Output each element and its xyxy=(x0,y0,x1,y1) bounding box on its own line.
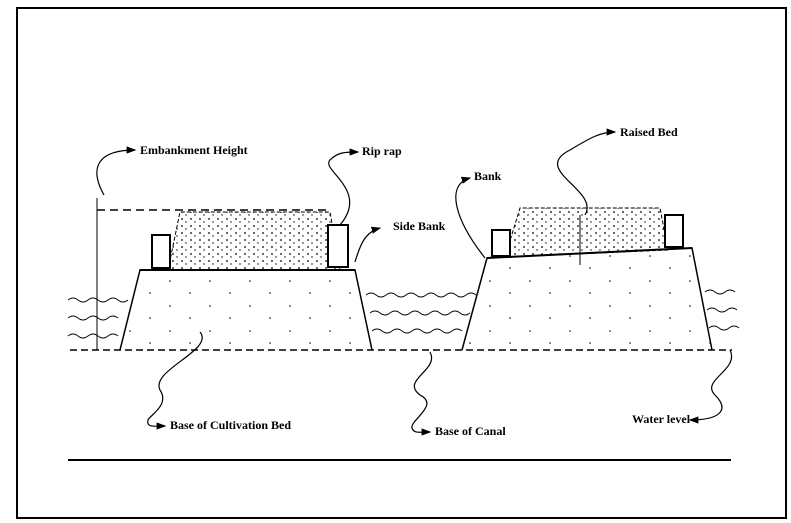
rip-rap-stones xyxy=(327,224,349,268)
label-base-of-canal: Base of Canal xyxy=(435,424,506,438)
right-embankment xyxy=(461,247,713,351)
rip-rap-stones xyxy=(151,234,171,269)
label-side-bank: Side Bank xyxy=(393,219,446,233)
label-base-of-cultivation-bed: Base of Cultivation Bed xyxy=(170,418,291,432)
left-raised-bed xyxy=(167,211,341,271)
leader-arrows xyxy=(96,128,733,436)
label-raised-bed: Raised Bed xyxy=(620,125,678,139)
label-embankment-height: Embankment Height xyxy=(140,143,248,157)
rip-rap-stones xyxy=(491,229,511,257)
rip-rap-stones xyxy=(664,214,684,248)
label-rip-rap: Rip rap xyxy=(362,144,402,158)
water-waves xyxy=(67,289,740,339)
left-embankment xyxy=(119,269,373,351)
label-water-level: Water level xyxy=(632,412,691,426)
figure-frame xyxy=(16,7,787,519)
label-bank: Bank xyxy=(474,169,502,183)
